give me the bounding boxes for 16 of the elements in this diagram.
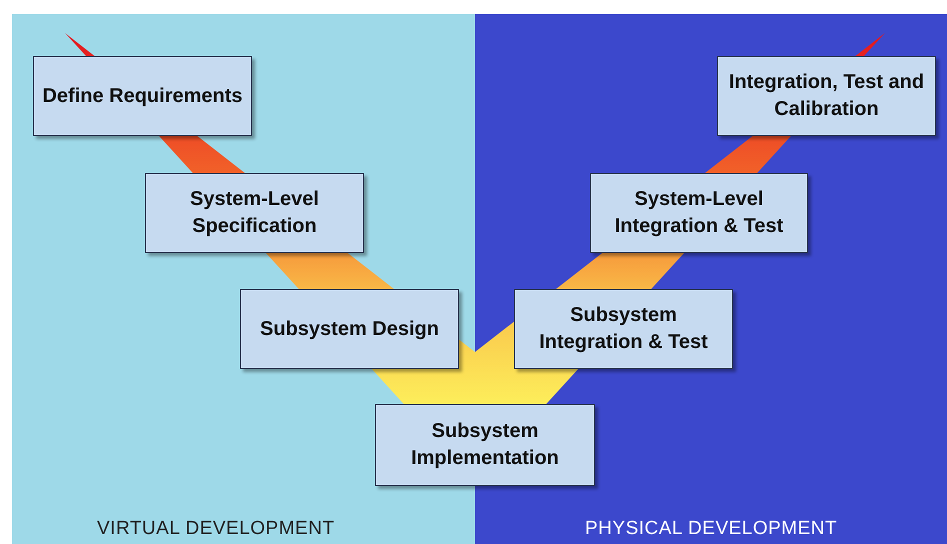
step-label: Subsystem Implementation [410,419,560,471]
step-label: Integration, Test and Calibration [728,70,926,122]
process-box [514,289,733,369]
process-box [375,404,595,486]
process-box [590,173,808,253]
process-box [145,173,364,253]
step-label: Define Requirements [41,84,244,108]
panel-title: PHYSICAL DEVELOPMENT [585,518,838,540]
process-box [240,289,459,369]
process-box [33,56,252,136]
step-label: Subsystem Integration & Test [538,303,709,355]
panel-title: VIRTUAL DEVELOPMENT [97,518,335,540]
step-label: System-Level Integration & Test [614,187,784,239]
process-box [717,56,936,136]
step-label: Subsystem Design [259,316,440,342]
step-label: System-Level Specification [189,187,320,239]
